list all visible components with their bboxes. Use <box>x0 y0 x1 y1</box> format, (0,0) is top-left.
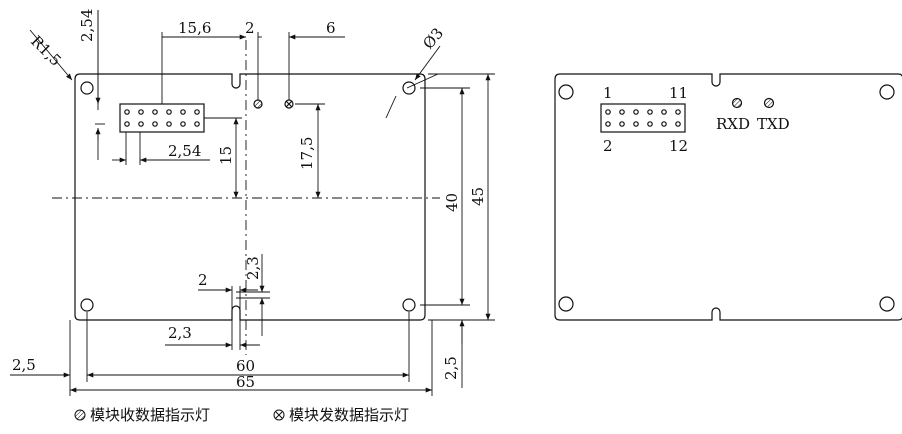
header-pin <box>152 121 158 127</box>
pin-label-12: 12 <box>669 137 688 155</box>
pin-header <box>119 103 205 133</box>
right-rx-led-icon <box>731 97 743 109</box>
header-pin <box>661 121 667 127</box>
header-pin <box>619 121 625 127</box>
header-pin <box>661 109 667 115</box>
header-pin <box>194 109 200 115</box>
header-pin <box>619 109 625 115</box>
right-board-outline <box>554 73 902 321</box>
dim-15: 15 <box>217 146 235 165</box>
header-pin <box>180 109 186 115</box>
mount-hole-tr <box>402 81 416 95</box>
right-mount-hole-tr <box>879 84 895 100</box>
tx-led-icon <box>284 99 294 109</box>
dim-margin-bottom: 2,5 <box>442 356 460 380</box>
header-pin <box>138 121 144 127</box>
header-pin <box>605 121 611 127</box>
left-view-dimension-labels: R1,5 2,54 15,6 2 6 Ø3 2,54 15 17,5 40 45… <box>12 9 487 391</box>
dim-pitch-side: 2,54 <box>168 142 201 160</box>
left-board-outline <box>74 73 426 321</box>
pin-label-11: 11 <box>669 84 688 102</box>
dim-15-6: 15,6 <box>178 19 211 37</box>
right-mount-hole-tl <box>558 84 574 100</box>
header-pin <box>633 109 639 115</box>
right-view-labels: 1 11 2 12 RXD TXD <box>603 84 790 155</box>
dim-notch-offset: 2,3 <box>168 324 192 342</box>
header-pin <box>138 109 144 115</box>
header-pin <box>124 121 130 127</box>
dim-pitch-top: 2,54 <box>78 9 96 42</box>
mount-hole-br <box>402 298 416 312</box>
tx-led-legend-icon <box>273 409 285 420</box>
pin-header-pins <box>124 109 200 127</box>
header-pin <box>180 121 186 127</box>
dim-6: 6 <box>326 19 336 37</box>
legend-rx: 模块收数据指示灯 <box>74 404 210 425</box>
mount-hole-bl <box>80 298 94 312</box>
legend-rx-label: 模块收数据指示灯 <box>90 406 211 424</box>
right-view <box>554 73 902 321</box>
txd-label: TXD <box>757 115 790 133</box>
right-pin-header <box>600 103 686 133</box>
legend-tx-label: 模块发数据指示灯 <box>289 406 410 424</box>
pin-label-2: 2 <box>603 137 613 155</box>
header-pin <box>124 109 130 115</box>
header-pin <box>675 121 681 127</box>
right-pin-header-pins <box>605 109 681 127</box>
dim-notch-width: 2 <box>198 271 208 289</box>
rx-led-icon <box>253 99 263 109</box>
dim-hole-dia: Ø3 <box>419 24 447 52</box>
legend-tx: 模块发数据指示灯 <box>273 404 409 425</box>
dim-hole-span: 60 <box>236 357 255 375</box>
header-pin <box>647 109 653 115</box>
header-pin <box>605 109 611 115</box>
pin-label-1: 1 <box>603 84 613 102</box>
left-view <box>10 10 495 396</box>
dim-45: 45 <box>469 187 487 206</box>
header-pin <box>194 121 200 127</box>
dim-40: 40 <box>443 193 461 212</box>
dim-board-width: 65 <box>236 373 255 391</box>
mount-hole-tl <box>80 81 94 95</box>
right-mount-hole-br <box>879 296 895 312</box>
dim-notch-depth: 2,3 <box>244 256 262 280</box>
header-pin <box>166 121 172 127</box>
dim-17-5: 17,5 <box>298 137 316 170</box>
rxd-label: RXD <box>716 115 750 133</box>
dim-2-top: 2 <box>245 19 255 37</box>
rx-led-legend-icon <box>74 409 86 420</box>
header-pin <box>166 109 172 115</box>
dim-margin-left: 2,5 <box>12 356 36 374</box>
right-tx-led-icon <box>763 97 775 109</box>
header-pin <box>633 121 639 127</box>
header-pin <box>152 109 158 115</box>
header-pin <box>647 121 653 127</box>
right-mount-hole-bl <box>558 296 574 312</box>
header-pin <box>675 109 681 115</box>
